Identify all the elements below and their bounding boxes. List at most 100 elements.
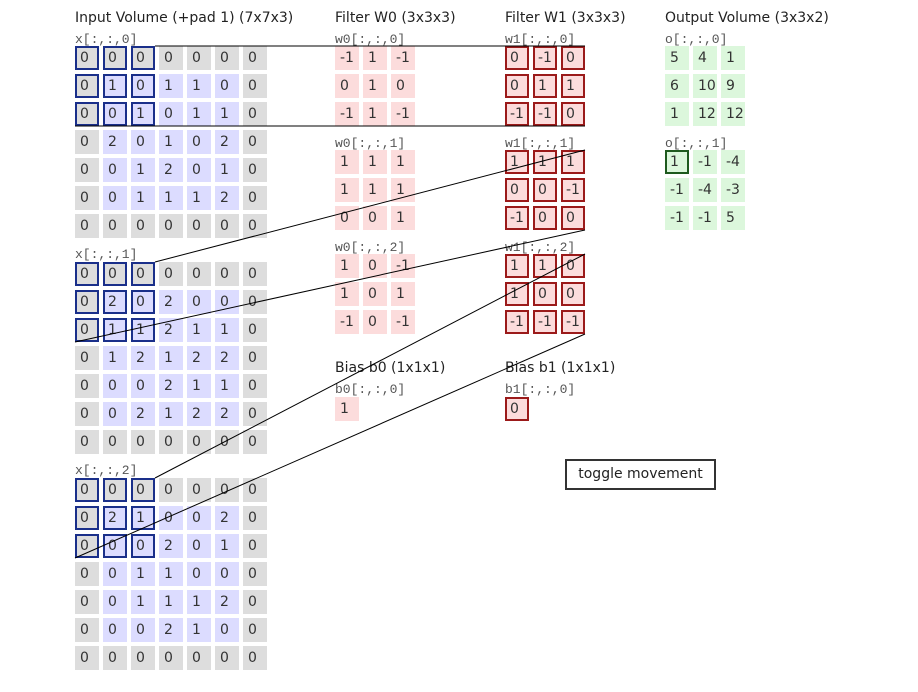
input-cell: 0	[103, 402, 127, 426]
input-cell: 0	[243, 562, 267, 586]
input-cell: 0	[187, 46, 211, 70]
w1-cell: 1	[505, 150, 529, 174]
input-cell: 0	[103, 262, 127, 286]
out-cell: 1	[665, 150, 689, 174]
input-cell: 0	[131, 214, 155, 238]
w0-cell: 0	[335, 74, 359, 98]
input-cell: 0	[215, 46, 239, 70]
input-cell: 0	[131, 646, 155, 670]
input-cell: 0	[159, 102, 183, 126]
input-cell: 0	[103, 158, 127, 182]
input-cell: 0	[159, 262, 183, 286]
out-cell: 5	[721, 206, 745, 230]
input-cell: 0	[75, 102, 99, 126]
input-cell: 0	[75, 506, 99, 530]
input-cell: 0	[215, 290, 239, 314]
w1-cell: -1	[505, 206, 529, 230]
w0-cell: 0	[335, 206, 359, 230]
input-cell: 1	[187, 374, 211, 398]
w1-cell: -1	[505, 310, 529, 334]
input-cell: 1	[215, 534, 239, 558]
w0-cell: 1	[335, 150, 359, 174]
w1-cell: -1	[533, 102, 557, 126]
input-slice-0-label: x[:,:,0]	[75, 32, 138, 47]
input-cell: 2	[159, 158, 183, 182]
w1-cell: 0	[533, 282, 557, 306]
input-cell: 0	[75, 262, 99, 286]
w0-cell: 1	[335, 254, 359, 278]
w1-cell: 1	[561, 150, 585, 174]
input-cell: 0	[243, 214, 267, 238]
input-cell: 0	[187, 130, 211, 154]
w1-cell: 0	[561, 282, 585, 306]
w0-cell: 1	[363, 74, 387, 98]
w1-cell: 0	[533, 206, 557, 230]
input-cell: 0	[75, 562, 99, 586]
w0-slice-2-label: w0[:,:,2]	[335, 240, 406, 255]
input-cell: 1	[131, 186, 155, 210]
input-cell: 0	[75, 478, 99, 502]
w1-cell: 0	[561, 46, 585, 70]
input-cell: 0	[159, 214, 183, 238]
input-cell: 0	[75, 158, 99, 182]
input-cell: 0	[131, 478, 155, 502]
w0-slice-0-label: w0[:,:,0]	[335, 32, 406, 47]
input-cell: 0	[243, 130, 267, 154]
w1-cell: 1	[505, 254, 529, 278]
input-cell: 0	[187, 506, 211, 530]
w0-cell: -1	[335, 102, 359, 126]
input-cell: 0	[75, 590, 99, 614]
input-cell: 2	[187, 402, 211, 426]
w0-cell: 0	[363, 206, 387, 230]
output-volume-title: Output Volume (3x3x2)	[665, 10, 829, 26]
input-cell: 0	[243, 534, 267, 558]
w1-cell: 1	[533, 254, 557, 278]
input-cell: 2	[187, 346, 211, 370]
input-cell: 0	[187, 262, 211, 286]
input-cell: 1	[103, 318, 127, 342]
input-cell: 1	[159, 590, 183, 614]
w0-cell: -1	[391, 310, 415, 334]
input-cell: 0	[187, 478, 211, 502]
input-cell: 0	[187, 290, 211, 314]
input-cell: 0	[131, 262, 155, 286]
w1-cell: 0	[505, 178, 529, 202]
bias-b1-label: b1[:,:,0]	[505, 382, 576, 397]
out-cell: -1	[665, 178, 689, 202]
input-cell: 0	[243, 290, 267, 314]
w1-cell: 1	[533, 150, 557, 174]
input-cell: 1	[131, 318, 155, 342]
w0-cell: 1	[363, 46, 387, 70]
input-cell: 0	[187, 430, 211, 454]
input-cell: 0	[75, 534, 99, 558]
w1-cell: 0	[505, 46, 529, 70]
input-cell: 1	[131, 562, 155, 586]
input-cell: 1	[187, 186, 211, 210]
input-cell: 0	[243, 506, 267, 530]
w1-slice-1-label: w1[:,:,1]	[505, 136, 576, 151]
input-slice-1-label: x[:,:,1]	[75, 247, 138, 262]
w0-cell: -1	[335, 46, 359, 70]
toggle-movement-button[interactable]: toggle movement	[565, 459, 716, 490]
input-cell: 0	[243, 186, 267, 210]
input-cell: 1	[159, 74, 183, 98]
input-volume-title: Input Volume (+pad 1) (7x7x3)	[75, 10, 294, 26]
input-cell: 2	[131, 402, 155, 426]
w1-cell: 0	[505, 74, 529, 98]
input-cell: 0	[159, 506, 183, 530]
input-cell: 2	[131, 346, 155, 370]
out-cell: -1	[665, 206, 689, 230]
input-cell: 0	[103, 102, 127, 126]
w0-slice-1-label: w0[:,:,1]	[335, 136, 406, 151]
input-cell: 0	[75, 318, 99, 342]
out-cell: 12	[693, 102, 717, 126]
w0-cell: 1	[363, 102, 387, 126]
input-cell: 0	[103, 478, 127, 502]
input-cell: 0	[215, 214, 239, 238]
out-cell: 5	[665, 46, 689, 70]
output-slice-1-label: o[:,:,1]	[665, 136, 728, 151]
input-cell: 0	[215, 430, 239, 454]
w1-cell: 1	[533, 74, 557, 98]
input-cell: 0	[75, 46, 99, 70]
input-cell: 0	[131, 374, 155, 398]
